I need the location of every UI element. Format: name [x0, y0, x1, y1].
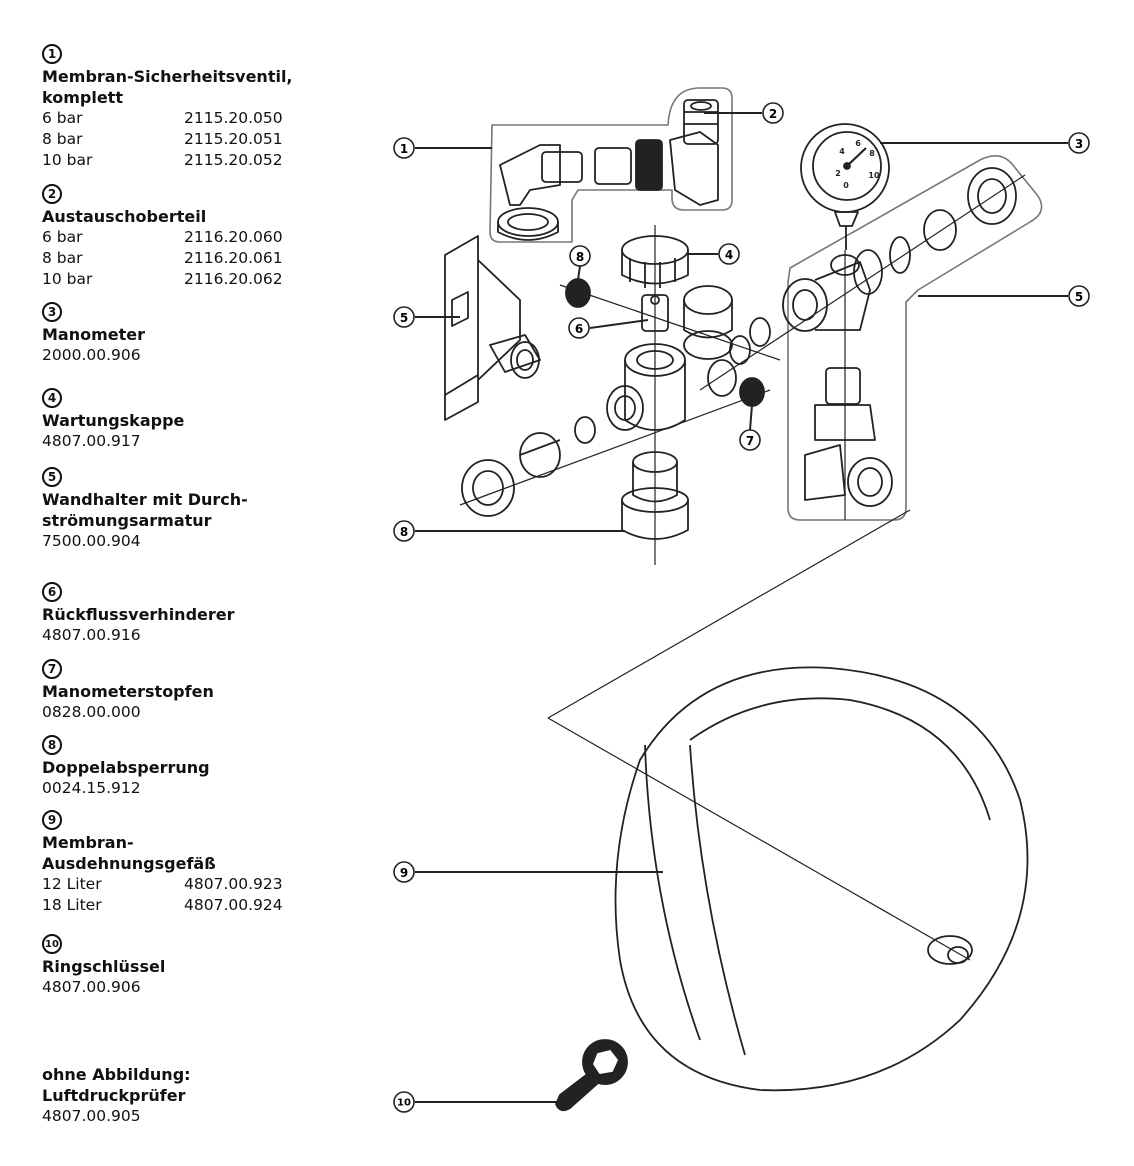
- gauge-tick: 6: [855, 139, 861, 148]
- svg-text:5: 5: [1075, 290, 1083, 304]
- manometer-gauge: [800, 123, 890, 250]
- legend-number: 4: [42, 388, 62, 408]
- svg-text:8: 8: [576, 250, 584, 264]
- legend-code: 0828.00.000: [42, 703, 141, 721]
- legend-title: Rückflussverhinderer: [42, 605, 235, 624]
- small-valve: [565, 278, 591, 308]
- central-fitting: [461, 235, 771, 517]
- flow-fitting: [782, 167, 1017, 507]
- legend-number: 2: [42, 184, 62, 204]
- legend-number: 10: [42, 934, 62, 954]
- svg-text:5: 5: [400, 311, 408, 325]
- group-outline-safety-valve: [489, 87, 733, 243]
- group-outline-flow-fitting: [787, 155, 1043, 521]
- legend-number: 3: [42, 302, 62, 322]
- svg-text:10: 10: [397, 1098, 411, 1109]
- callouts: 1 2 3 4 5 5 6 7 8 8 9 10: [393, 102, 1090, 1113]
- legend-title: Austauschoberteil: [42, 207, 207, 226]
- gauge-tick: 0: [843, 181, 849, 190]
- svg-text:7: 7: [746, 434, 754, 448]
- callout-4: 4: [718, 243, 740, 265]
- legend-code: 0024.15.912: [42, 779, 141, 797]
- callout-1: 1: [393, 137, 415, 159]
- callout-8-bottom: 8: [393, 520, 415, 542]
- legend-title: Wandhalter mit Durch- strömungsarmatur: [42, 490, 248, 530]
- svg-text:6: 6: [575, 322, 583, 336]
- ring-spanner: [555, 1039, 628, 1112]
- gauge-tick: 2: [835, 169, 841, 178]
- gauge-tick: 4: [839, 147, 845, 156]
- wall-bracket: [444, 235, 541, 421]
- legend-entry-4: 4 Wartungskappe 4807.00.917: [42, 388, 302, 452]
- callout-5-right: 5: [1068, 285, 1090, 307]
- legend-code: 4807.00.906: [42, 978, 141, 996]
- legend-number: 5: [42, 467, 62, 487]
- legend-entry-3: 3 Manometer 2000.00.906: [42, 302, 302, 366]
- callout-5-left: 5: [393, 306, 415, 328]
- gauge-scale: 2 4 6 8 10 0: [835, 139, 880, 190]
- legend-entry-6: 6 Rückflussverhinderer 4807.00.916: [42, 582, 302, 646]
- expansion-vessel: [614, 666, 1029, 1092]
- legend-entry-1: 1 Membran-Sicherheitsventil, komplett 6 …: [42, 44, 302, 171]
- callout-9: 9: [393, 861, 415, 883]
- callout-3: 3: [1068, 132, 1090, 154]
- legend-title: Manometerstopfen: [42, 682, 214, 701]
- legend-number: 6: [42, 582, 62, 602]
- legend-code: 4807.00.917: [42, 432, 141, 450]
- legend-title: Membran-Sicherheitsventil, komplett: [42, 67, 293, 107]
- legend-number: 1: [42, 44, 62, 64]
- svg-text:2: 2: [769, 107, 777, 121]
- legend-title: Manometer: [42, 325, 146, 344]
- legend-entry-7: 7 Manometerstopfen 0828.00.000: [42, 659, 302, 723]
- legend-title: Doppelabsperrung: [42, 758, 210, 777]
- legend-code: 4807.00.916: [42, 626, 141, 644]
- legend-title: Wartungskappe: [42, 411, 185, 430]
- callout-6: 6: [568, 317, 590, 339]
- axis-lines: [459, 174, 1026, 961]
- legend-number: 9: [42, 810, 62, 830]
- svg-text:8: 8: [400, 525, 408, 539]
- callout-8-top: 8: [569, 245, 591, 267]
- legend-code: 2000.00.906: [42, 346, 141, 364]
- legend-number: 7: [42, 659, 62, 679]
- manometer-plug: [739, 377, 765, 407]
- svg-text:3: 3: [1075, 137, 1083, 151]
- legend-title: Membran- Ausdehnungsgefäß: [42, 833, 216, 873]
- legend-entry-10: 10 Ringschlüssel 4807.00.906: [42, 934, 302, 998]
- legend-no-illustration: ohne Abbildung: Luftdruckprüfer 4807.00.…: [42, 1064, 302, 1127]
- legend-code: 7500.00.904: [42, 532, 141, 550]
- callout-7: 7: [739, 429, 761, 451]
- gauge-tick: 8: [869, 149, 875, 158]
- legend-entry-5: 5 Wandhalter mit Durch- strömungsarmatur…: [42, 467, 302, 552]
- callout-10: 10: [393, 1091, 415, 1113]
- legend-number: 8: [42, 735, 62, 755]
- gauge-tick: 10: [868, 171, 880, 180]
- legend-entry-8: 8 Doppelabsperrung 0024.15.912: [42, 735, 302, 799]
- svg-text:9: 9: [400, 866, 408, 880]
- no-illustration-heading: ohne Abbildung:: [42, 1065, 191, 1084]
- no-illustration-title: Luftdruckprüfer: [42, 1086, 186, 1105]
- legend-title: Ringschlüssel: [42, 957, 166, 976]
- svg-text:4: 4: [725, 248, 733, 262]
- no-illustration-code: 4807.00.905: [42, 1107, 141, 1125]
- safety-valve-assembly: [497, 99, 719, 241]
- callout-2: 2: [762, 102, 784, 124]
- leader-lines: [415, 112, 1068, 1103]
- svg-text:1: 1: [400, 142, 408, 156]
